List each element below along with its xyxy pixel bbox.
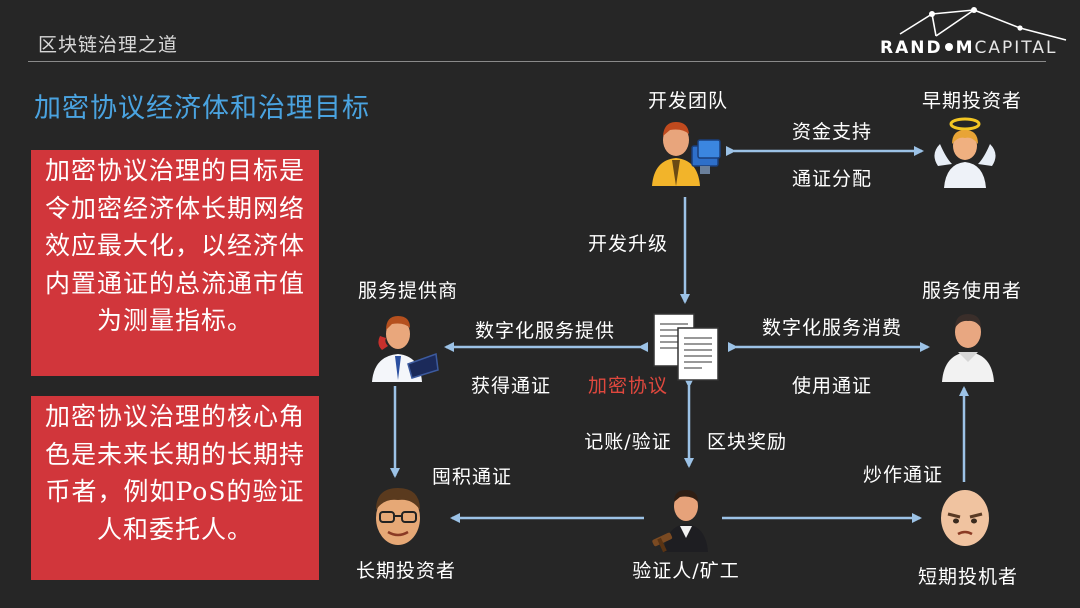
logo-constellation-icon (899, 7, 1067, 41)
box1-line: 内置通证的总流通市值 (44, 268, 305, 298)
edge-label-digital-provide: 数字化服务提供 (474, 320, 616, 342)
box1-line: 效应最大化，以经济体 (44, 231, 305, 260)
box2-line: 人和委托人。 (96, 514, 253, 544)
edge-label-speculate: 炒作通证 (862, 464, 944, 486)
protocol-document-icon (653, 313, 719, 381)
logo-text-right: CAPITAL (974, 38, 1058, 58)
node-label-early-investor: 早期投资者 (921, 90, 1023, 112)
edge-label-funding: 资金支持 (791, 121, 873, 143)
service-user-icon (942, 314, 994, 382)
box1-line: 加密协议治理的目标是 (44, 156, 305, 185)
section-title: 加密协议经济体和治理目标 (34, 93, 370, 124)
box2-line: 币者，例如PoS的验证 (45, 477, 305, 506)
edge-label-token-alloc: 通证分配 (791, 168, 873, 190)
node-label-dev-team: 开发团队 (647, 90, 729, 112)
node-label-long-investor: 长期投资者 (355, 560, 457, 582)
logo-text-mid: M (955, 38, 975, 58)
service-provider-icon (372, 316, 439, 382)
header-divider (28, 61, 1046, 62)
edge-label-dev-upgrade: 开发升级 (587, 233, 669, 255)
edge-label-bookkeeping: 记账/验证 (584, 431, 672, 453)
edge-label-hoard-token: 囤积通证 (431, 466, 513, 488)
box1-line: 令加密经济体长期网络 (44, 193, 305, 223)
box1-line: 为测量指标。 (96, 306, 253, 335)
logo-wordmark: RAND MCAPITAL (880, 38, 1057, 58)
developer-icon (652, 122, 721, 186)
edge-label-digital-consume: 数字化服务消费 (761, 317, 903, 339)
edge-label-get-token: 获得通证 (470, 375, 552, 397)
node-label-service-provider: 服务提供商 (357, 280, 459, 302)
edge-label-use-token: 使用通证 (791, 375, 873, 397)
governance-goal-box: 加密协议治理的目标是 令加密经济体长期网络 效应最大化，以经济体 内置通证的总流… (31, 150, 319, 376)
angel-investor-icon (934, 117, 996, 188)
short-term-speculator-icon (941, 490, 989, 546)
logo-text-left: RAND (880, 38, 943, 58)
edge-label-block-reward: 区块奖励 (706, 431, 788, 453)
node-label-protocol: 加密协议 (587, 375, 669, 397)
box2-line: 加密协议治理的核心角 (44, 402, 305, 431)
box2-line: 色是未来长期的长期持 (44, 439, 305, 469)
header-title: 区块链治理之道 (38, 34, 179, 56)
long-term-investor-icon (376, 488, 420, 545)
node-label-short-investor: 短期投机者 (917, 566, 1019, 588)
node-label-service-user: 服务使用者 (921, 280, 1023, 302)
core-role-box: 加密协议治理的核心角 色是未来长期的长期持 币者，例如PoS的验证 人和委托人。 (31, 396, 319, 580)
logo-dot-icon (944, 43, 953, 51)
validator-judge-icon (652, 490, 708, 553)
node-label-validator: 验证人/矿工 (632, 560, 740, 582)
